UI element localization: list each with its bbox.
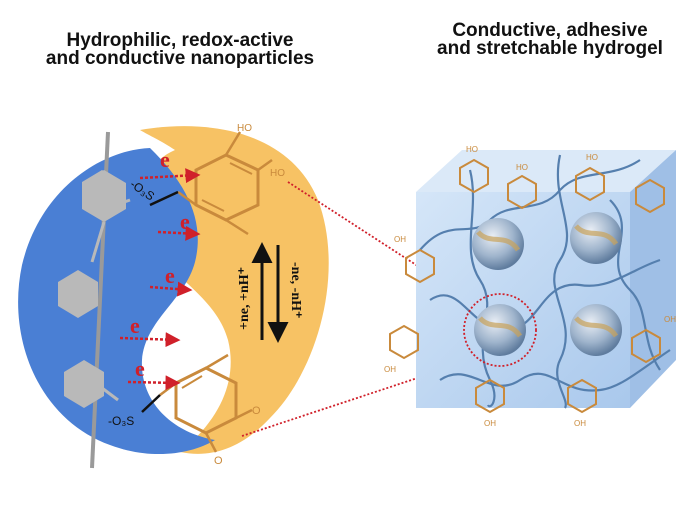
electron-label: e (135, 356, 145, 381)
gel-catechol-ring (575, 166, 605, 202)
polymer-chain (439, 349, 671, 392)
hydroxyl-label: HO (237, 123, 252, 134)
ring-double-bond (229, 162, 253, 175)
catechol-bond (205, 353, 229, 370)
catechol-bond (224, 131, 242, 156)
hydroxyl-label: HO (270, 168, 285, 179)
left-title-line1: Hydrophilic, redox-active (66, 30, 294, 51)
gel-hydroxyl-label: OH (664, 315, 676, 324)
linker-bond (159, 382, 177, 396)
hydrogel-nanoparticle (570, 212, 622, 264)
backbone-link (103, 198, 131, 211)
gel-catechol-ring (389, 324, 419, 360)
catechol-bond (257, 158, 273, 172)
cube-top-face (416, 150, 676, 192)
hydrogel-cube: HO HO HO OH OH OH OH OH (384, 145, 676, 428)
polymer-chain (429, 258, 661, 332)
gel-catechol-ring (567, 378, 597, 414)
backbone-hexagon (58, 270, 98, 318)
polymer-chain (609, 199, 661, 371)
gel-catechol-ring (459, 158, 489, 194)
polymer-chain (553, 154, 569, 409)
right-title: Conductive, adhesive and stretchable hyd… (415, 20, 685, 59)
ring-double-bond (181, 375, 203, 389)
backbone-link (90, 221, 106, 263)
gel-catechol-ring (507, 174, 537, 210)
electron-label: e (165, 263, 175, 288)
gel-catechol-ring (631, 328, 661, 364)
catechol-bond (204, 432, 218, 453)
left-title-line2: and conductive nanoparticles (45, 48, 315, 69)
left-title: Hydrophilic, redox-active and conductive… (0, 30, 360, 69)
right-title-line1: Conductive, adhesive (452, 20, 648, 41)
electron-label: e (130, 313, 140, 338)
electron-label: e (160, 147, 170, 172)
gel-hydroxyl-label: HO (516, 163, 528, 172)
backbone-link (97, 383, 119, 402)
ketone-label: O (252, 405, 261, 417)
gel-hydroxyl-label: HO (586, 153, 598, 162)
hydrogel-nanoparticle (474, 304, 526, 356)
hydrogel-nanoparticle (472, 218, 524, 270)
oxidation-label: -ne, -nH⁺ (288, 262, 303, 318)
gel-catechol-ring (635, 178, 665, 214)
gel-catechol-ring (475, 378, 505, 414)
gel-hydroxyl-label: OH (384, 365, 396, 374)
zoom-highlight-circle (463, 293, 537, 367)
catechol-bond (235, 408, 253, 420)
sulfonate-label: -O₃S (108, 414, 134, 428)
cube-side-face (630, 150, 676, 408)
backbone-hexagon (64, 360, 104, 408)
gel-hydroxyl-label: OH (394, 235, 406, 244)
gel-hydroxyl-label: OH (574, 419, 586, 428)
electron-arrow (149, 281, 193, 297)
gel-catechol-ring (405, 248, 435, 284)
ketone-label: O (214, 455, 223, 467)
zoom-connector-bottom (241, 355, 480, 437)
sulfonate-bond (149, 190, 179, 207)
electron-arrow (127, 375, 181, 391)
gel-hydroxyl-label: OH (484, 419, 496, 428)
right-title-line2: and stretchable hydrogel (437, 38, 663, 59)
backbone-hexagon (82, 170, 126, 222)
catechol-bond (225, 218, 249, 236)
sulfonate-bond (141, 394, 161, 413)
linker-bond (177, 190, 197, 207)
reduction-label: +ne, +nH⁺ (237, 267, 252, 330)
nanoparticle-diagram: HO HO -O₃S O O -O₃S e e e e e +ne, +nH⁺ … (18, 123, 329, 469)
ring-double-bond (201, 199, 225, 212)
electron-label: e (180, 209, 190, 234)
gel-hydroxyl-label: HO (466, 145, 478, 154)
electron-arrow (157, 225, 201, 241)
hydrogel-nanoparticle (570, 304, 622, 356)
